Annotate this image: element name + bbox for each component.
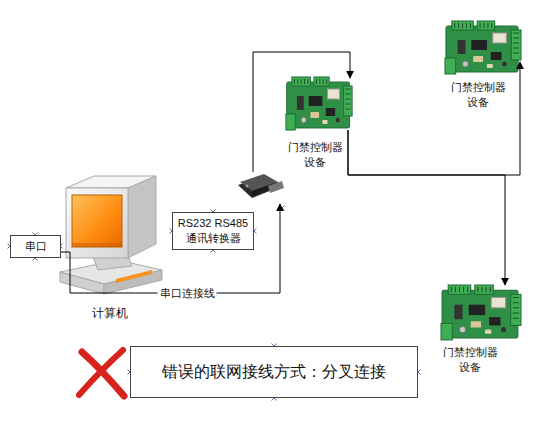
node-label: 门禁控制器 设备 [448, 80, 508, 110]
controller-board-illustration [445, 21, 521, 74]
connector-line [348, 130, 505, 285]
connector-line [61, 204, 280, 293]
computer-node: 计算机 [60, 178, 160, 290]
converter-device-illustration [238, 174, 284, 198]
computer-illustration [72, 195, 122, 247]
controller-board-illustration [441, 285, 521, 340]
wrong-cross-mark [79, 350, 123, 395]
node-label: RS232 RS485 通讯转换器 [172, 212, 254, 250]
node-label: 门禁控制器 设备 [440, 345, 500, 375]
node-label: 错误的联网接线方式：分叉连接 [162, 362, 386, 382]
converter-device-illustration [246, 185, 249, 188]
computer-illustration [66, 188, 128, 258]
node-label: 门禁控制器 设备 [285, 140, 345, 170]
converter-node: RS232 RS485 通讯转换器 [238, 172, 282, 204]
selection-handle-marks [8, 206, 421, 401]
warning-note-box: 错误的联网接线方式：分叉连接 [130, 346, 418, 398]
computer-illustration [116, 270, 152, 283]
serial-port-box: 串口 [10, 235, 61, 258]
converter-device-illustration [268, 181, 284, 193]
controller-board-illustration [445, 21, 521, 74]
computer-illustration [128, 176, 156, 258]
controller-board-illustration [441, 285, 521, 340]
controller-node: 门禁控制器 设备 [287, 78, 351, 130]
selection-handle-marks [280, 206, 285, 211]
controller-board-illustration [286, 77, 352, 130]
computer-illustration [60, 272, 104, 294]
computer-illustration [104, 270, 162, 294]
connector-line [348, 62, 520, 175]
connector-label: 串口连接线 [158, 287, 217, 300]
node-label: 串口 [25, 239, 47, 254]
controller-node: 门禁控制器 设备 [445, 22, 520, 75]
computer-illustration [72, 243, 122, 247]
computer-illustration [60, 176, 162, 294]
node-label: 计算机 [60, 306, 160, 321]
wrong-cross-mark [79, 350, 124, 396]
controller-board-illustration [286, 77, 352, 130]
controller-node: 门禁控制器 设备 [440, 285, 520, 340]
connector-line [253, 52, 350, 172]
